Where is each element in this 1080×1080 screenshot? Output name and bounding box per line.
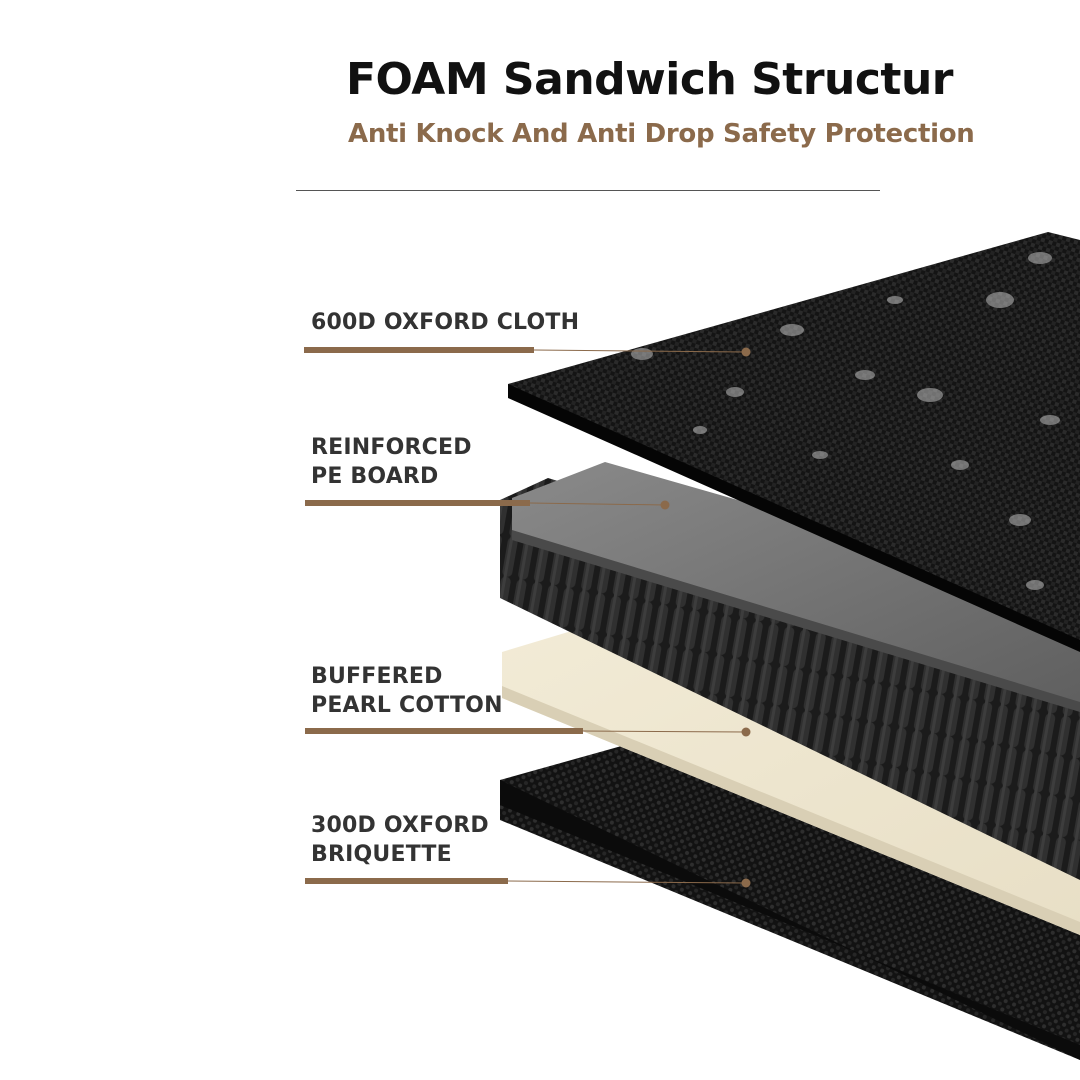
callout-600d-oxford-cloth [304, 347, 751, 357]
label-line: BUFFERED [311, 664, 443, 689]
label-600d-oxford-cloth: 600D OXFORD CLOTH [311, 308, 579, 337]
label-line: REINFORCED [311, 435, 472, 460]
label-line: 600D OXFORD CLOTH [311, 310, 580, 335]
callout-pearl-cotton [305, 727, 751, 737]
label-reinforced-pe-board: REINFORCED PE BOARD [311, 433, 472, 491]
water-droplets [631, 252, 1060, 590]
label-line: BRIQUETTE [311, 842, 452, 867]
layer-600d-oxford-cloth-graphic [508, 232, 1080, 652]
layer-pe-board-graphic [512, 462, 1080, 712]
page-subtitle: Anti Knock And Anti Drop Safety Protecti… [348, 119, 975, 149]
label-line: PEARL COTTON [311, 693, 503, 718]
label-line: PE BOARD [311, 464, 439, 489]
page-title: FOAM Sandwich Structur [346, 54, 953, 105]
layer-300d-oxford-briquette-graphic [500, 745, 1080, 1060]
label-300d-oxford-briquette: 300D OXFORD BRIQUETTE [311, 811, 489, 869]
callout-300d-oxford-briquette [305, 878, 751, 888]
header-divider [296, 190, 880, 191]
label-buffered-pearl-cotton: BUFFERED PEARL COTTON [311, 662, 503, 720]
label-line: 300D OXFORD [311, 813, 489, 838]
callout-pe-board [305, 500, 670, 510]
layer-pearl-cotton-graphic [502, 626, 1080, 935]
